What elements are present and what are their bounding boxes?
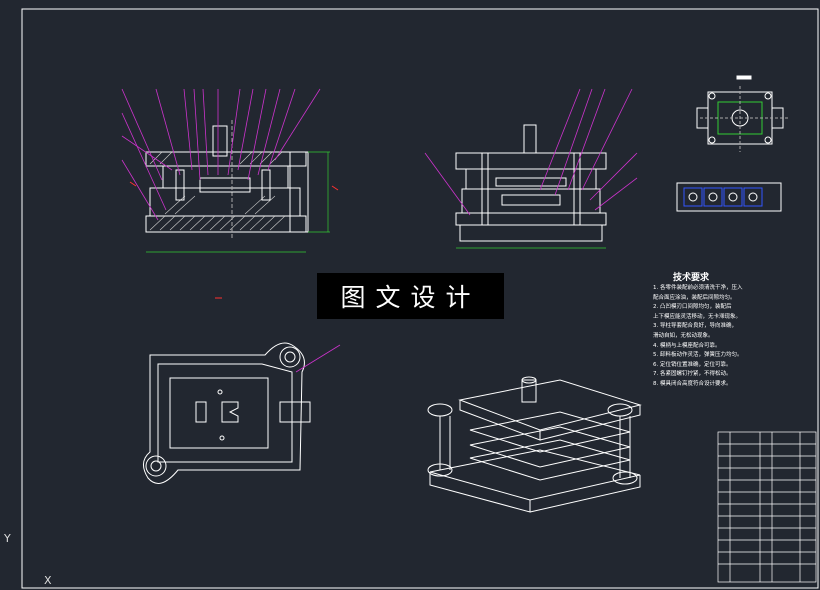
axis-y-mark: Y <box>4 532 11 545</box>
lower-die-plan-view <box>143 342 311 484</box>
tech-note-line: 3. 导柱导套配合良好，导向准确， <box>653 323 737 330</box>
red-markers <box>129 181 339 299</box>
side-view <box>455 124 607 242</box>
axis-x-mark: X <box>44 574 52 587</box>
watermark-banner: 图文设计 <box>317 273 504 319</box>
side-view-callouts <box>424 88 638 216</box>
tech-note-line: 2. 凸凹模刃口间隙均匀，装配后 <box>653 304 732 311</box>
tech-note-line: 配合面应涂油，装配后间隙均匀。 <box>653 294 736 301</box>
tech-note-line: 上下模应能灵活移动，无卡滞现象。 <box>653 313 742 320</box>
tech-requirements-notes: 1. 各零件装配前必须清洗干净，压入 配合面应涂油，装配后间隙均匀。 2. 凸凹… <box>653 284 808 390</box>
tech-note-line: 5. 卸料板动作灵活，弹簧压力均匀。 <box>653 352 743 359</box>
small-top-view <box>696 75 790 152</box>
front-section-view <box>145 120 309 240</box>
plan-view-callout <box>295 344 341 373</box>
parts-list-table <box>717 431 817 583</box>
hatching <box>149 151 286 231</box>
tech-note-line: 滑动自如，无松动现象。 <box>653 332 714 339</box>
tech-note-line: 6. 定位销位置准确，定位可靠。 <box>653 361 732 368</box>
tech-note-line: 7. 各紧固螺钉拧紧，不得松动。 <box>653 371 732 378</box>
tech-note-line: 4. 模柄与上模座配合可靠。 <box>653 342 721 349</box>
tech-note-line: 8. 模具闭合高度符合设计要求。 <box>653 380 732 387</box>
front-view-dimensions <box>146 151 330 253</box>
small-strip-view <box>676 182 782 212</box>
tech-note-line: 1. 各零件装配前必须清洗干净，压入 <box>653 285 743 291</box>
isometric-view <box>427 376 642 513</box>
tech-requirements-title: 技术要求 <box>673 273 710 283</box>
front-view-callouts <box>121 88 321 221</box>
